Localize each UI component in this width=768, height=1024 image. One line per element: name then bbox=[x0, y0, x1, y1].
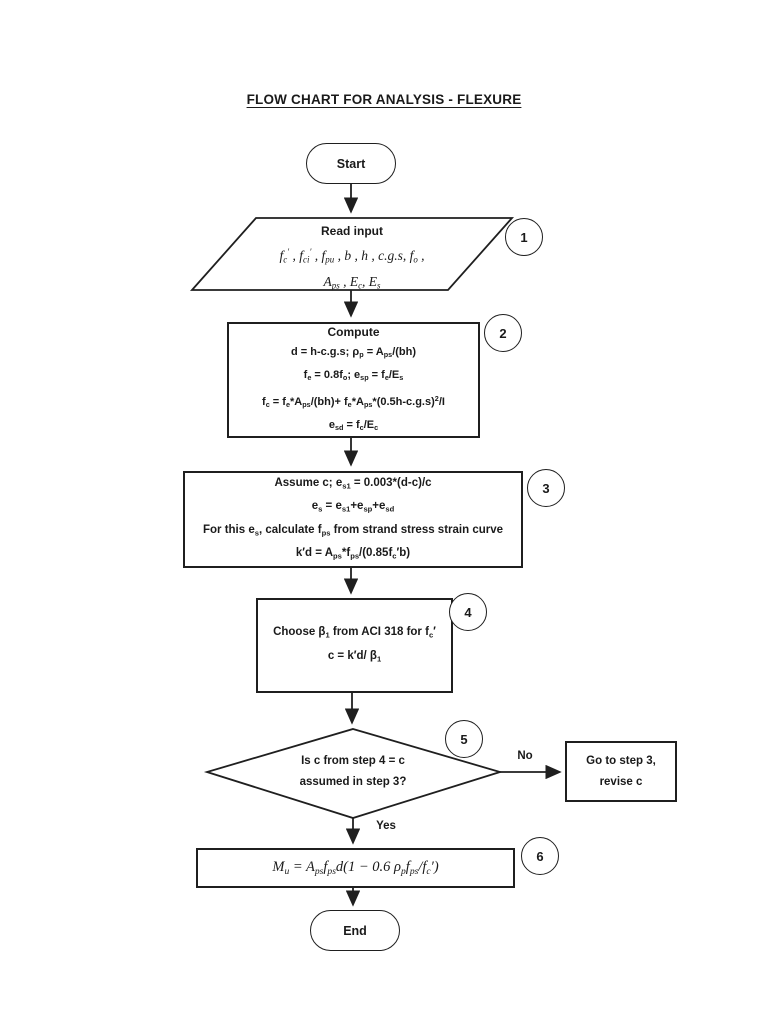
step-1-badge: 1 bbox=[505, 218, 543, 256]
assume-line-2: es = es1+esp+esd bbox=[311, 500, 395, 514]
compute-line-3: fc = fe*Aps/(bh)+ fe*Aps*(0.5h-c.g.s)2/I bbox=[262, 394, 445, 410]
choose-line-1: Choose β1 from ACI 318 for fc′ bbox=[273, 626, 436, 640]
choose-node: Choose β1 from ACI 318 for fc′ c = k′d/ … bbox=[256, 598, 453, 693]
start-node: Start bbox=[306, 143, 396, 184]
read-input-parallelogram bbox=[189, 217, 515, 291]
assume-line-1: Assume c; es1 = 0.003*(d-c)/c bbox=[274, 476, 432, 491]
end-label: End bbox=[343, 923, 367, 938]
step-5-badge: 5 bbox=[445, 720, 483, 758]
start-label: Start bbox=[336, 156, 366, 171]
decision-text: Is c from step 4 = c assumed in step 3? bbox=[253, 751, 453, 793]
compute-title: Compute bbox=[327, 324, 380, 339]
step-3-number: 3 bbox=[542, 480, 550, 496]
goto-line-1: Go to step 3, bbox=[586, 754, 656, 767]
step-4-number: 4 bbox=[464, 604, 472, 620]
read-input-text: Read input fc′ , fci′ , fpu , b , h , c.… bbox=[222, 221, 482, 296]
mu-node: Mu = Apsfpsd(1 − 0.6 ρpfps/fc′) bbox=[196, 848, 515, 888]
end-node: End bbox=[310, 910, 400, 951]
step-6-number: 6 bbox=[536, 848, 544, 864]
assume-line-3: For this es, calculate fps from strand s… bbox=[202, 523, 504, 537]
compute-line-4: esd = fc/Ec bbox=[328, 419, 379, 433]
step-5-number: 5 bbox=[460, 731, 468, 747]
decision-diamond bbox=[203, 728, 504, 819]
compute-line-1: d = h-c.g.s; ρp = Aps/(bh) bbox=[290, 345, 417, 359]
choose-line-2: c = k′d/ β1 bbox=[327, 649, 382, 663]
goto-node: Go to step 3, revise c bbox=[565, 741, 677, 802]
decision-line-1: Is c from step 4 = c bbox=[301, 755, 405, 767]
page-title: FLOW CHART FOR ANALYSIS - FLEXURE bbox=[246, 92, 522, 107]
goto-line-2: revise c bbox=[599, 775, 643, 788]
step-2-badge: 2 bbox=[484, 314, 522, 352]
read-input-line-2: Aps , Ec, Es bbox=[323, 273, 381, 291]
read-input-line-1: fc′ , fci′ , fpu , b , h , c.g.s, fo , bbox=[279, 247, 425, 265]
compute-line-2: fe = 0.8fo; esp = fe/Es bbox=[303, 368, 404, 383]
no-label: No bbox=[517, 750, 533, 762]
compute-node: Compute d = h-c.g.s; ρp = Aps/(bh) fe = … bbox=[227, 322, 480, 438]
read-input-title: Read input bbox=[321, 224, 383, 238]
step-1-number: 1 bbox=[520, 229, 528, 245]
assume-node: Assume c; es1 = 0.003*(d-c)/c es = es1+e… bbox=[183, 471, 523, 568]
yes-label: Yes bbox=[376, 820, 396, 832]
step-3-badge: 3 bbox=[527, 469, 565, 507]
mu-formula: Mu = Apsfpsd(1 − 0.6 ρpfps/fc′) bbox=[272, 859, 439, 877]
step-2-number: 2 bbox=[499, 325, 507, 341]
step-6-badge: 6 bbox=[521, 837, 559, 875]
step-4-badge: 4 bbox=[449, 593, 487, 631]
decision-line-2: assumed in step 3? bbox=[299, 776, 407, 788]
assume-line-4: k′d = Aps*fps/(0.85fc′b) bbox=[295, 546, 411, 561]
